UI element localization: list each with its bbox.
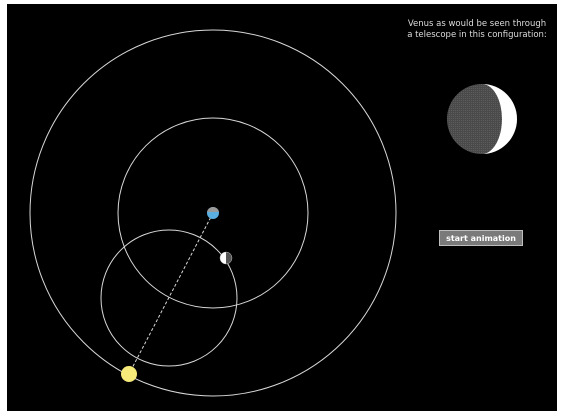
sun-orbit [29, 29, 397, 397]
simulation-stage: Venus as would be seen through a telesco… [7, 4, 557, 411]
venus-phase-icon [447, 84, 517, 154]
phase-caption: Venus as would be seen through a telesco… [397, 19, 557, 41]
caption-line-2: a telescope in this configuration: [407, 30, 547, 40]
venus-deferent [117, 117, 309, 309]
orbit-diagram [29, 29, 397, 397]
earth-sun-line [128, 212, 214, 375]
sun-icon [121, 366, 137, 382]
venus-icon [219, 251, 233, 265]
caption-line-1: Venus as would be seen through [407, 19, 547, 29]
start-animation-button[interactable]: start animation [439, 230, 523, 246]
venus-epicycle [100, 229, 238, 367]
earth-icon [207, 207, 219, 219]
